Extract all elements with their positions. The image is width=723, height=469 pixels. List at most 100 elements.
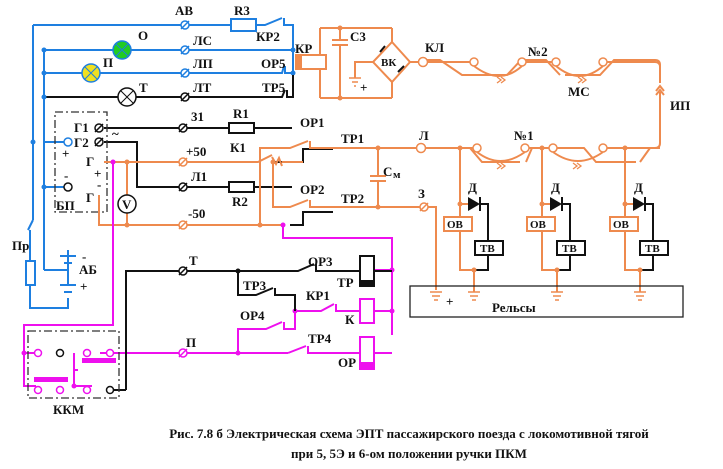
control-wiring-lower [112,263,392,391]
label-lp: ЛП [193,56,213,71]
label-tv2: ТВ [562,243,577,255]
label-rails-plus: + [446,294,453,309]
label-ov1: ОВ [447,219,464,231]
brake-circuit [21,159,395,389]
terminal-minus50 [178,220,188,230]
tv-coil-3 [639,240,669,256]
label-plus-ab: + [80,279,87,294]
label-kkm: ККМ [53,402,84,417]
label-l1: Л1 [191,169,207,184]
terminal-31 [178,123,188,133]
label-g-plus: Г [86,154,94,169]
ground-icons [430,291,646,301]
label-ov2: ОВ [530,219,547,231]
label-kr2: КР2 [256,29,280,44]
figure-caption-line1: Рис. 7.8 б Электрическая схема ЭПТ пасса… [169,426,649,441]
signal-circuit [25,17,296,309]
label-r1: R1 [233,106,249,121]
terminal-bp-minus [63,182,73,192]
label-g-minus: Г [86,190,94,205]
label-g1: Г1 [74,120,89,135]
label-minus-bp: - [64,168,68,183]
label-minus-ab: - [82,249,86,264]
label-ls: ЛС [193,33,212,48]
label-d3: Д [634,180,643,195]
voltmeter-icon [117,194,137,214]
rails-box [409,285,684,318]
label-or5: ОР5 [261,56,286,71]
lamp-t-icon [117,87,137,107]
label-or2: ОР2 [300,182,325,197]
kkm-box [27,330,120,399]
label-t-lamp: Т [139,80,148,95]
label-31: 31 [191,109,204,124]
fuse-pr [25,260,36,286]
terminal-g2 [94,137,104,147]
label-tv3: ТВ [645,243,660,255]
label-cm: С [383,164,392,179]
label-k1: К1 [230,140,246,155]
label-kl: КЛ [425,40,444,55]
label-minus-g: - [97,177,101,192]
label-k: К [345,312,355,327]
label-ip: ИП [670,98,690,113]
label-or1: ОР1 [300,115,325,130]
label-v: V [122,197,132,212]
label-plus-bk: + [360,80,367,95]
label-o: О [138,28,148,43]
label-plus-g: + [94,166,101,181]
label-p-wire: П [186,335,196,350]
labels: АВ R3 КР2 О ЛС КР П ЛП ОР5 Т ЛТ ТР5 С3 В… [12,3,690,417]
label-n2: №2 [528,44,548,59]
label-pr: Пр [12,238,29,253]
label-tr4: ТР4 [308,331,332,346]
label-ov3: ОВ [613,219,630,231]
terminal-l1 [178,182,188,192]
battery-ab [60,255,76,293]
label-r2: R2 [232,194,248,209]
terminal-plus50 [178,157,188,167]
terminal-av [180,20,190,30]
figure-caption-line2: при 5, 5Э и 6-ом положении ручки ПКМ [291,446,527,461]
terminal-ls [180,45,190,55]
label-tilde: ~ [112,126,119,141]
label-tr2: ТР2 [341,191,364,206]
bridge-vk [354,28,412,98]
label-or3: ОР3 [308,254,333,269]
label-cm-sub: м [393,169,401,181]
terminal-kl [417,56,429,68]
ov-coil-2 [526,216,556,232]
terminal-z [419,202,429,212]
label-d2: Д [551,180,560,195]
line-circuit [98,25,669,301]
label-ab: АБ [79,262,97,277]
label-t-wire: Т [189,253,198,268]
label-tr5: ТР5 [262,80,286,95]
terminal-l [415,142,427,154]
terminal-lp [180,68,190,78]
resistor-r3 [230,18,257,32]
label-rails: Рельсы [492,300,536,315]
tv-coil-2 [556,240,586,256]
car-1-circuit [443,145,504,292]
label-tv1: ТВ [480,243,495,255]
resistor-r1 [228,122,255,134]
label-ms: МС [568,84,590,99]
label-plus-bp: + [62,146,69,161]
label-kr: КР [295,41,312,56]
resistor-r2 [228,181,255,193]
label-bp: БП [56,198,75,213]
lamp-o-icon [112,40,132,60]
label-tr: ТР [337,275,354,290]
label-vk: ВК [381,57,396,69]
car-2-circuit [526,145,586,292]
label-av: АВ [175,3,193,18]
label-tr3: ТР3 [243,278,267,293]
tv-coil-1 [474,240,504,256]
label-r3: R3 [234,3,250,18]
car-3-circuit [609,145,669,292]
lamp-p-icon [81,63,101,83]
label-minus50: -50 [188,206,205,221]
label-g2: Г2 [74,135,89,150]
